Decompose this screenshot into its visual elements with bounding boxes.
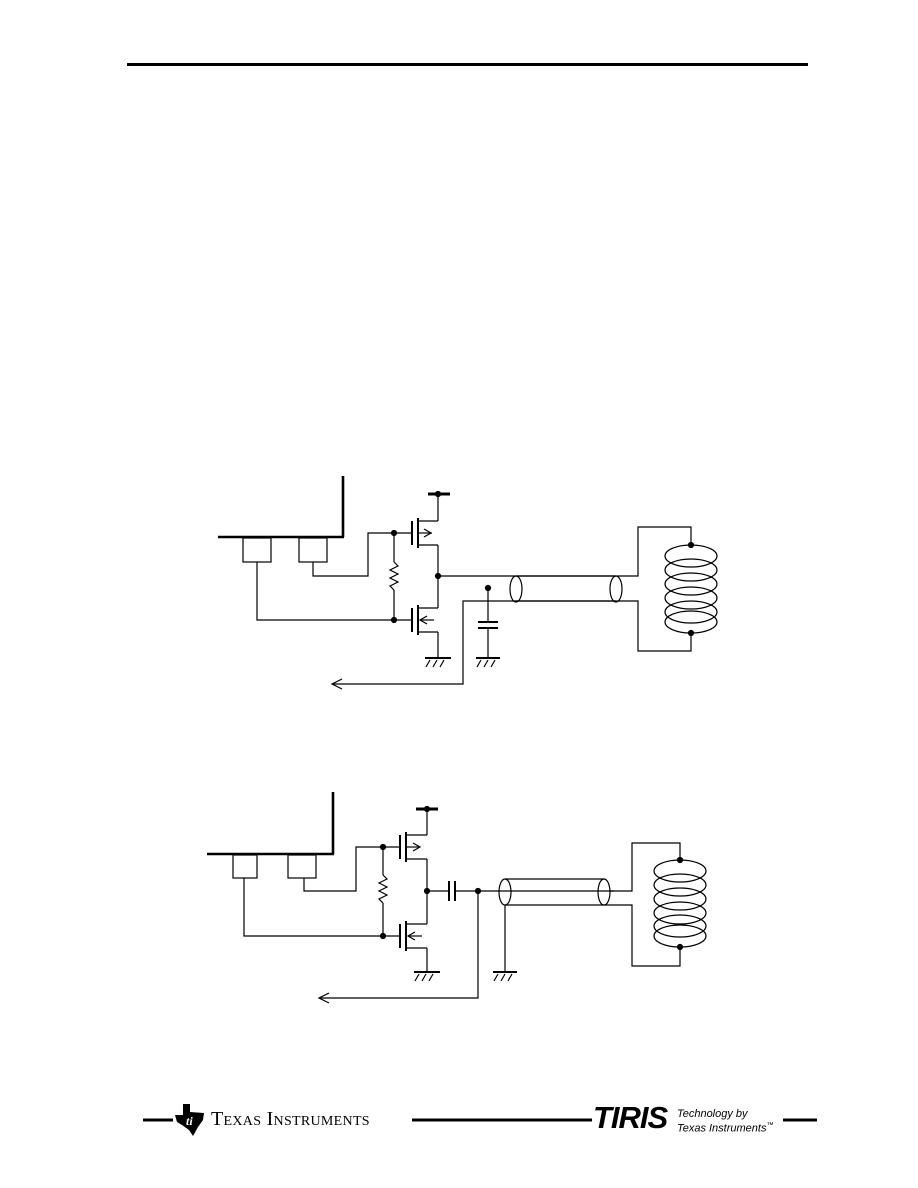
- series-capacitor-2: [427, 881, 614, 901]
- gate-resistor-2: [377, 846, 400, 937]
- coax-cable-icon: [509, 575, 623, 603]
- filter-capacitor-1: [478, 588, 498, 658]
- ti-brand-name: Texas Instruments: [211, 1108, 370, 1130]
- tiris-tagline: Technology by Texas Instruments™: [677, 1108, 773, 1135]
- n-mosfet-1: [411, 576, 439, 658]
- ic-outline-2: [207, 792, 335, 856]
- p-mosfet-1: [411, 494, 439, 576]
- ic-outline-1: [218, 476, 345, 539]
- ground-icon: [425, 657, 451, 668]
- tiris-tagline-line-1: Technology by: [677, 1108, 748, 1120]
- ground-icon: [476, 657, 500, 668]
- tiris-tagline-company: Texas Instruments: [677, 1122, 767, 1135]
- ic-pin-a-2: [232, 854, 258, 879]
- coil-antenna-icon: [664, 541, 718, 637]
- ti-logo-icon: ti: [175, 1104, 204, 1136]
- coax-cable-icon: [498, 878, 611, 972]
- ground-icon: [493, 971, 517, 982]
- trademark-mark: ™: [766, 1122, 774, 1129]
- svg-text:ti: ti: [186, 1114, 193, 1128]
- ic-pin-b-2: [287, 854, 317, 879]
- tiris-brand: TIRIS: [593, 1100, 668, 1135]
- tiris-tagline-line-2: Texas Instruments™: [677, 1120, 773, 1135]
- footer-rules: [143, 1118, 817, 1122]
- n-mosfet-2: [399, 891, 428, 972]
- coil-antenna-icon: [653, 856, 707, 951]
- footer: ti: [0, 1098, 918, 1142]
- ground-icon: [414, 971, 440, 982]
- header-rule: [127, 63, 808, 66]
- p-mosfet-2: [399, 809, 428, 891]
